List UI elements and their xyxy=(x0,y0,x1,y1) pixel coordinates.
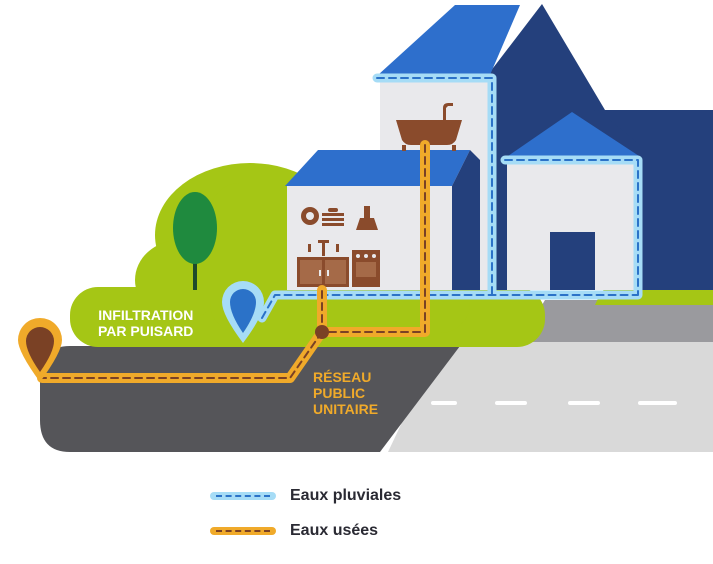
legend-item-sewer: Eaux usées xyxy=(210,521,401,541)
legend-label-rain: Eaux pluviales xyxy=(290,487,402,504)
kitchen-cabinet-icon xyxy=(297,240,349,287)
sewer-pipe-swatch xyxy=(210,527,276,535)
house-right xyxy=(505,112,642,290)
reseau-label-line3: UNITAIRE xyxy=(313,401,379,417)
legend: Eaux pluviales Eaux usées xyxy=(210,486,401,556)
road xyxy=(40,300,713,452)
range-hood-icon xyxy=(356,206,378,230)
infiltration-label: INFILTRATION PAR PUISARD xyxy=(98,307,193,339)
sewer-pipes xyxy=(37,140,430,383)
rain-pipe-swatch xyxy=(210,492,276,500)
rain-water-pipes xyxy=(257,73,643,323)
tree-icon xyxy=(173,192,217,290)
brown-pin-icon xyxy=(18,318,62,382)
reseau-label-line2: PUBLIC xyxy=(313,385,366,401)
legend-label-sewer: Eaux usées xyxy=(290,522,379,539)
reseau-label-line1: RÉSEAU xyxy=(313,369,372,385)
blue-pin-icon xyxy=(222,281,264,343)
infiltration-label-line1: INFILTRATION xyxy=(98,307,194,323)
legend-item-rain: Eaux pluviales xyxy=(210,486,401,506)
reseau-label: RÉSEAU PUBLIC UNITAIRE xyxy=(313,369,378,417)
infiltration-label-line2: PAR PUISARD xyxy=(98,323,194,339)
house-drainage-illustration xyxy=(18,4,713,452)
stove-icon xyxy=(352,250,380,287)
garage-door xyxy=(550,232,595,290)
bathtub-icon xyxy=(396,103,462,151)
dishes-icon xyxy=(301,207,344,226)
